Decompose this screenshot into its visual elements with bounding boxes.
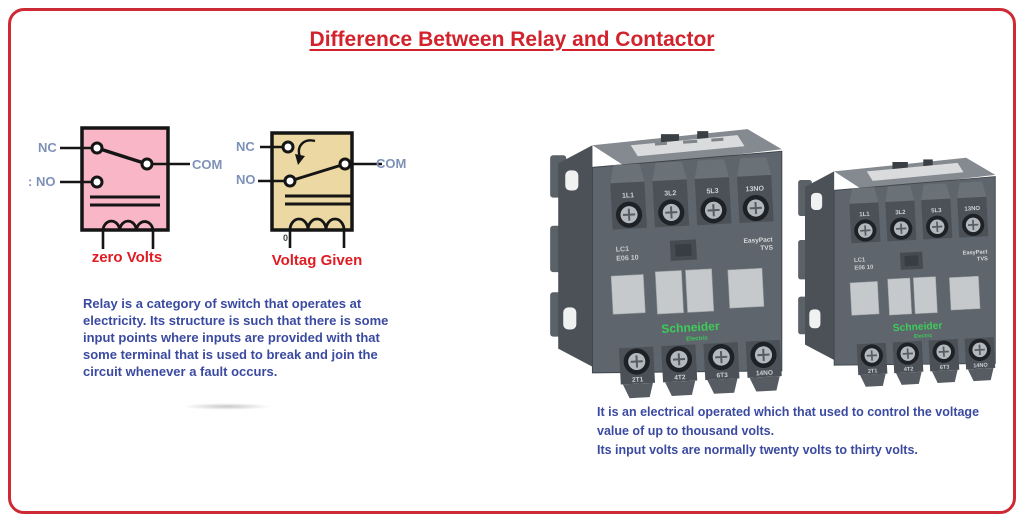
contactor-description-line: It is an electrical operated which that … [597, 405, 980, 419]
top-vent [892, 162, 908, 170]
model-label: E06 10 [616, 255, 639, 263]
brand-logo: Schneider [661, 319, 720, 336]
terminal-label: 2T1 [868, 368, 878, 374]
mounting-hole [811, 192, 823, 210]
top-screws [615, 194, 769, 228]
com-label: COM [192, 157, 223, 172]
com-label: COM [376, 156, 407, 171]
scan-smudge [168, 402, 286, 411]
no-label: : NO [28, 174, 56, 189]
terminal-label: 14NO [756, 370, 773, 378]
mounting-hole [563, 307, 577, 330]
top-screws [854, 213, 985, 242]
com-contact [140, 157, 154, 171]
contactor-photo-large: 1L1 3L2 5L3 13NO LC1 E06 10 EasyPact TVS [550, 129, 783, 399]
relay-description: Relay is a category of switch that opera… [83, 295, 388, 380]
brand-logo: Schneider [893, 321, 943, 335]
series-sub-label: TVS [760, 244, 774, 252]
no-contact [283, 174, 297, 188]
nc-label: NC [236, 139, 255, 154]
terminal-label: 2T1 [632, 376, 644, 384]
bottom-comb [622, 376, 780, 399]
model-label: LC1 [616, 246, 630, 254]
nc-contact [90, 141, 104, 155]
relay-description-line: Relay is a category of switch that opera… [83, 296, 362, 311]
rating-mark [711, 137, 724, 142]
terminal-label: 13NO [964, 206, 980, 213]
series-label: EasyPact [963, 249, 988, 256]
relay-description-line: circuit whenever a fault occurs. [83, 364, 278, 379]
contactor-description-line: value of up to thousand volts. [597, 424, 775, 438]
terminal-label: 1L1 [859, 212, 870, 219]
series-sub-label: TVS [977, 256, 988, 263]
contactor-description: It is an electrical operated which that … [597, 403, 979, 460]
contact-carrier-pads [849, 275, 981, 316]
terminal-label: 5L3 [706, 188, 719, 196]
com-contact [338, 157, 352, 171]
top-vent [697, 131, 709, 140]
relay-description-line: input points where inputs are provided w… [83, 330, 380, 345]
coil [101, 219, 155, 231]
relay-deenergized-diagram [60, 126, 190, 249]
terminal-label: 3L2 [664, 190, 677, 198]
terminal-label: 4T2 [674, 374, 686, 382]
relay-energized-caption: Voltag Given [271, 252, 363, 269]
rating-plate [866, 162, 964, 181]
top-vent [660, 134, 680, 144]
nc-contact [281, 140, 295, 154]
actuation-arrow [297, 139, 316, 158]
center-slot-inner [674, 243, 692, 257]
no-contact [90, 175, 104, 189]
top-vent [923, 159, 933, 167]
contact-carrier-pads [610, 267, 765, 315]
page-title: Difference Between Relay and Contactor [309, 28, 715, 51]
mounting-hole [565, 170, 579, 191]
terminal-label: 3L2 [895, 210, 906, 217]
coil [288, 217, 346, 231]
rating-mark [654, 141, 668, 146]
relay-energized-diagram [258, 131, 382, 248]
nc-label: NC [38, 140, 57, 155]
switch-blade [96, 146, 148, 166]
brand-logo-sub: Electric [914, 333, 933, 340]
center-slot-inner [904, 255, 919, 267]
terminal-label: 14NO [973, 363, 988, 370]
bottom-screws [623, 341, 777, 375]
switch-blade [289, 162, 346, 183]
terminal-label: 6T3 [940, 365, 950, 371]
model-label: LC1 [854, 257, 866, 264]
relay-description-line: electricity. Its structure is such that … [83, 313, 389, 328]
relay-deenergized-caption: zero Volts [91, 249, 163, 266]
contactor-description-line: Its input volts are normally twenty volt… [597, 443, 918, 457]
mounting-hole [809, 309, 821, 329]
terminal-label: 1L1 [622, 192, 635, 200]
terminal-label: 5L3 [931, 208, 942, 215]
zero-volt-mark: 0 [283, 233, 289, 243]
rating-mark [683, 139, 698, 144]
terminal-label: 6T3 [716, 372, 728, 380]
terminal-label: 13NO [745, 185, 764, 193]
bottom-comb [860, 368, 994, 387]
contactor-photo-small: 1L1 3L2 5L3 13NO LC1 E06 10 EasyPact TVS [798, 157, 996, 387]
actuation-arrowhead [295, 154, 305, 165]
series-label: EasyPact [743, 236, 773, 245]
brand-logo-sub: Electric [686, 336, 709, 343]
relay-description-line: some terminal that is used to break and … [83, 347, 378, 362]
model-label: E06 10 [854, 265, 874, 272]
terminal-label: 4T2 [904, 366, 914, 372]
bottom-screws [860, 338, 991, 367]
no-label: NO [236, 172, 256, 187]
